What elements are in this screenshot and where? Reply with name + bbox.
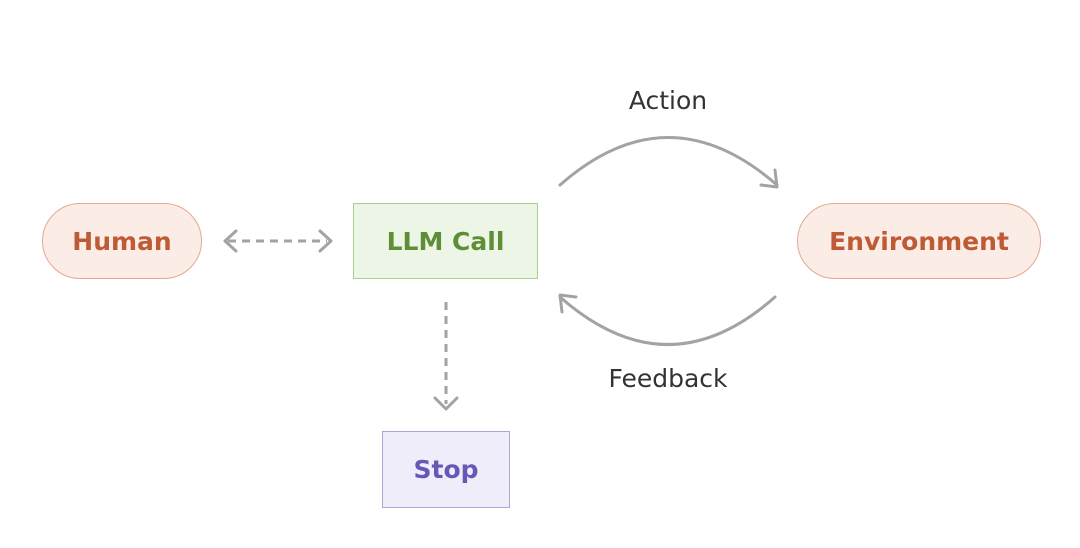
environment-label: Environment (829, 226, 1009, 256)
action-arc (558, 136, 779, 187)
human-llm-arrowhead-left (223, 229, 238, 253)
llm-stop-arrowhead (433, 396, 459, 411)
action-label: Action (628, 86, 708, 115)
stop-label: Stop (413, 455, 479, 484)
human-label: Human (72, 226, 172, 256)
stop-node: Stop (382, 431, 510, 508)
feedback-label: Feedback (608, 364, 728, 393)
feedback-arc (558, 295, 777, 346)
environment-node: Environment (797, 203, 1041, 279)
human-node: Human (42, 203, 202, 279)
feedback-arrowhead (558, 293, 578, 314)
llm-call-node: LLM Call (353, 203, 538, 279)
action-arrowhead (759, 168, 779, 189)
llm-call-label: LLM Call (386, 226, 505, 256)
human-llm-arrowhead-right (318, 229, 333, 253)
